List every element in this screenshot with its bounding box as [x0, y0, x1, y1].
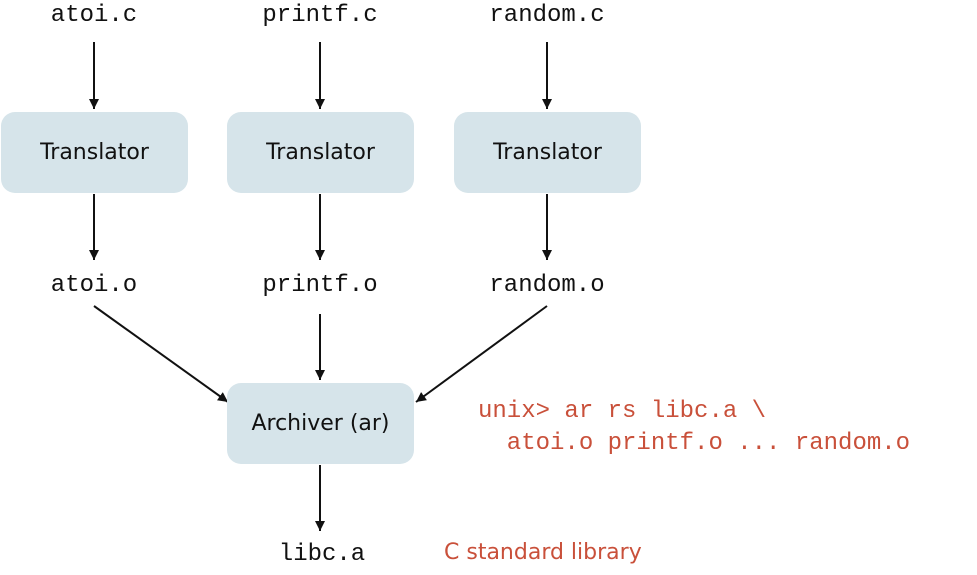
archiver-label: Archiver (ar): [251, 411, 390, 436]
command-line-1: unix> ar rs libc.a \: [478, 398, 767, 425]
source-file-atoi-c: atoi.c: [50, 2, 138, 29]
archiver-box: Archiver (ar): [227, 383, 414, 464]
object-file-random-o: random.o: [489, 272, 605, 299]
object-file-atoi-o: atoi.o: [50, 272, 138, 299]
output-file-libc-a: libc.a: [278, 541, 366, 568]
object-file-printf-o: printf.o: [262, 272, 378, 299]
translator-box-atoi: Translator: [1, 112, 188, 193]
source-file-printf-c: printf.c: [262, 2, 378, 29]
arrow-random-o-to-archiver: [415, 305, 548, 403]
translator-label: Translator: [266, 140, 375, 165]
translator-box-random: Translator: [454, 112, 641, 193]
source-file-random-c: random.c: [489, 2, 605, 29]
translator-box-printf: Translator: [227, 112, 414, 193]
translator-label: Translator: [40, 140, 149, 165]
translator-label: Translator: [493, 140, 602, 165]
arrow-atoi-o-to-archiver: [93, 305, 229, 403]
command-line-2: atoi.o printf.o ... random.o: [478, 430, 911, 457]
output-description: C standard library: [444, 540, 642, 565]
archive-command: unix> ar rs libc.a \ atoi.o printf.o ...…: [478, 396, 910, 460]
